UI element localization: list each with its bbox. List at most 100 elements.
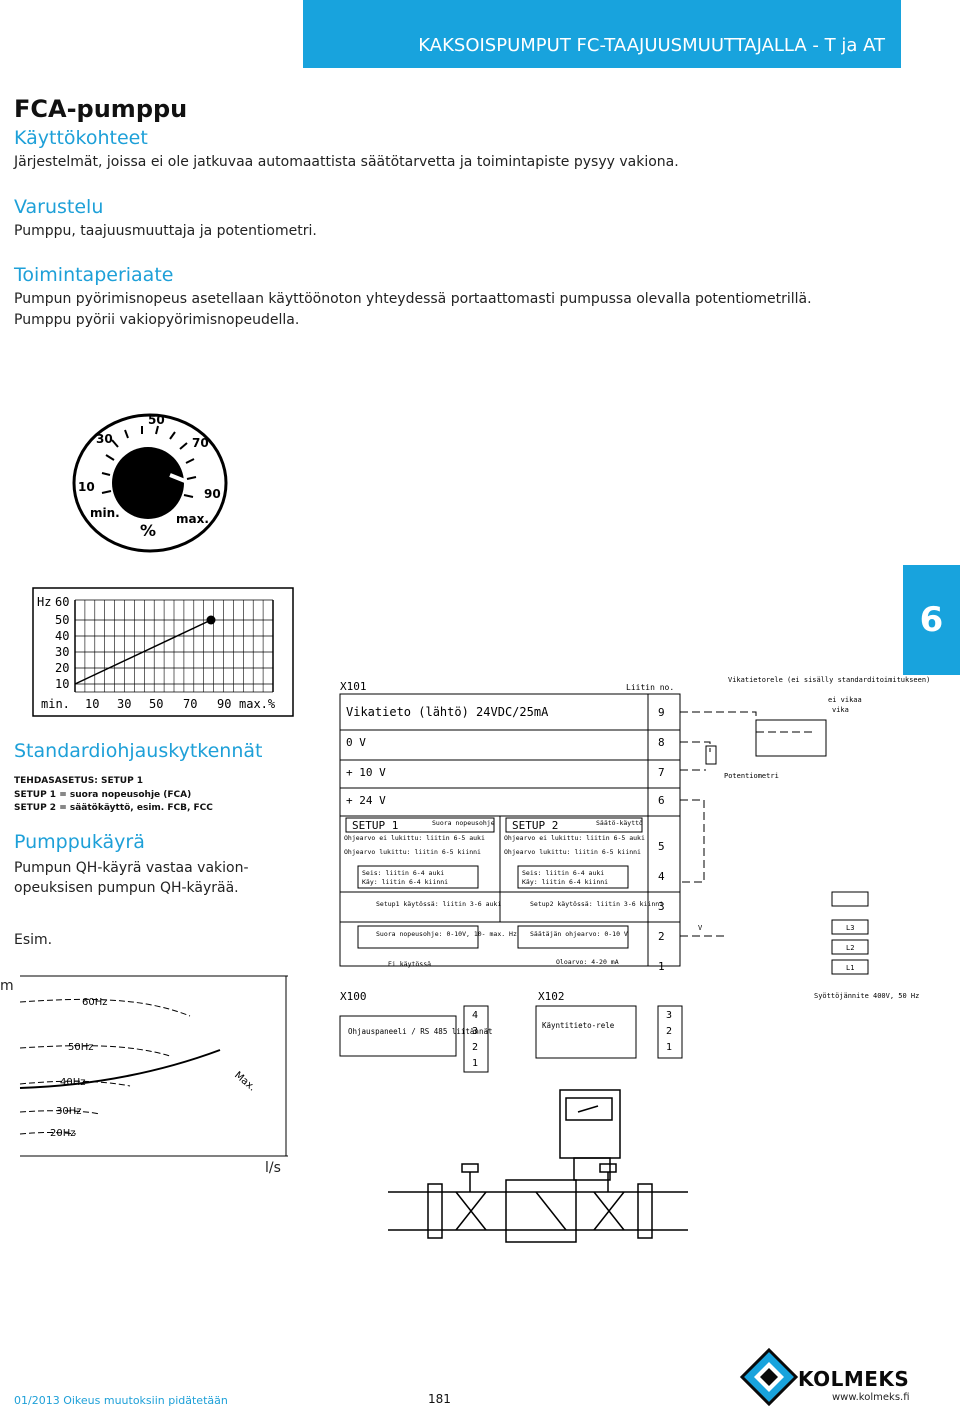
hz-xtick-90: 90 — [217, 697, 231, 711]
x100-term-3: 3 — [472, 1026, 478, 1037]
section-text-varustelu: Pumppu, taajuusmuuttaja ja potentiometri… — [14, 223, 317, 239]
dial-label-10: 10 — [78, 480, 95, 494]
s2-line2: Ohjearvo lukittu: liitin 6-5 kiinni — [504, 848, 641, 856]
ei-vikaa-label: ei vikaa — [828, 696, 862, 704]
section-heading-kaytto: Käyttökohteet — [14, 127, 148, 149]
s1-line2: Ohjearvo lukittu: liitin 6-5 kiinni — [344, 848, 481, 856]
hz-tick-30: 30 — [55, 645, 69, 659]
l2-label: L2 — [846, 944, 854, 952]
curve-text-2: opeuksisen pumpun QH-käyrää. — [14, 880, 239, 896]
hz-tick-60: 60 — [55, 595, 69, 609]
term-1: 1 — [658, 960, 665, 973]
footer-left: 01/2013 Oikeus muutoksiin pidätetään — [14, 1394, 228, 1407]
kolmeks-logo-icon — [738, 1346, 800, 1408]
potentiometer-dial: 50 30 70 10 90 min. max. % — [72, 413, 228, 553]
qh-curve-30: 30Hz — [56, 1106, 82, 1117]
brand-name: KOLMEKS — [798, 1367, 910, 1391]
vikatietorele-label: Vikatietorele (ei sisälly standarditoimi… — [728, 676, 930, 684]
twin-pump-drawing — [388, 1089, 688, 1243]
x102-term-1: 1 — [666, 1042, 672, 1053]
term-7: 7 — [658, 766, 665, 779]
header-title: KAKSOISPUMPUT FC-TAAJUUSMUUTTAJALLA - T … — [418, 35, 885, 56]
s2-setup: Setup2 käytössä: liitin 3-6 kiinni — [530, 900, 663, 908]
potentiometri-label: Potentiometri — [724, 772, 779, 780]
l1-label: L1 — [846, 964, 854, 972]
x100-term-2: 2 — [472, 1042, 478, 1053]
ov-label: 0 V — [346, 736, 366, 749]
std-line-2: SETUP 1 = suora nopeusohje (FCA) — [14, 790, 192, 800]
term-3: 3 — [658, 900, 665, 913]
hz-xtick-max: max.% — [239, 697, 276, 711]
setup1-sub: Suora nopeusohje — [432, 819, 495, 827]
hz-xtick-10: 10 — [85, 697, 99, 711]
x100-term-4: 4 — [472, 1010, 478, 1021]
term-2: 2 — [658, 930, 665, 943]
section-heading-toiminta: Toimintaperiaate — [14, 264, 174, 286]
esim-label: Esim. — [14, 932, 53, 948]
hz-xtick-50: 50 — [149, 697, 163, 711]
page-number: 181 — [428, 1392, 451, 1406]
term-4: 4 — [658, 870, 665, 883]
x102-term-2: 2 — [666, 1026, 672, 1037]
page-title: FCA-pumppu — [14, 95, 188, 123]
hz-xtick-70: 70 — [183, 697, 197, 711]
qh-y-unit: m — [0, 978, 14, 994]
syotto-label: Syöttöjännite 400V, 50 Hz — [814, 992, 919, 1000]
hz-xtick-min: min. — [41, 697, 70, 711]
s1-kay: Käy: liitin 6-4 kiinni — [362, 878, 448, 886]
section-heading-curve: Pumppukäyrä — [14, 831, 145, 853]
hz-chart: Hz 60 50 40 30 20 10 min. 10 30 50 70 90… — [32, 587, 294, 717]
setup2-label: SETUP 2 — [512, 819, 558, 832]
x102-label: X102 — [538, 990, 565, 1003]
oloarvo: Oloarvo: 4-20 mA — [556, 958, 619, 966]
section-heading-std: Standardiohjauskytkennät — [14, 740, 263, 762]
s2-kay: Käy: liitin 6-4 kiinni — [522, 878, 608, 886]
s2-line1: Ohjearvo ei lukittu: liitin 6-5 auki — [504, 834, 645, 842]
curve-text-1: Pumpun QH-käyrä vastaa vakion- — [14, 860, 249, 876]
hz-chart-unit: Hz — [37, 595, 51, 609]
term-6: 6 — [658, 794, 665, 807]
x100-term-1: 1 — [472, 1058, 478, 1069]
s1-setup: Setup1 käytössä: liitin 3-6 auki — [376, 900, 501, 908]
wiring-diagram: X101 Liitin no. Vikatieto (lähtö) 24VDC/… — [339, 676, 930, 1073]
dial-label-30: 30 — [96, 432, 113, 446]
brand-url[interactable]: www.kolmeks.fi — [832, 1392, 910, 1403]
s2-seis: Seis: liitin 6-4 auki — [522, 869, 604, 877]
setup2-sub: Säätö-käyttö — [596, 819, 643, 827]
s1-nop: Suora nopeusohje: 0-10V, 10- max. Hz — [376, 930, 517, 938]
hz-xtick-30: 30 — [117, 697, 131, 711]
vika-label: vika — [832, 706, 849, 714]
v-label: V — [698, 924, 703, 932]
v10-label: + 10 V — [346, 766, 386, 779]
section-text-kaytto: Järjestelmät, joissa ei ole jatkuvaa aut… — [14, 154, 679, 170]
dial-label-min: min. — [90, 506, 120, 520]
qh-curve-50: 50Hz — [68, 1042, 94, 1053]
qh-x-unit: l/s — [265, 1160, 281, 1176]
std-line-1: TEHDASASETUS: SETUP 1 — [14, 776, 144, 786]
liitin-no-label: Liitin no. — [626, 683, 674, 692]
chapter-tab: 6 — [903, 565, 960, 675]
std-line-3: SETUP 2 = säätökäyttö, esim. FCB, FCC — [14, 803, 213, 813]
chapter-number: 6 — [919, 600, 944, 640]
qh-curve-60: 60Hz — [82, 997, 108, 1008]
hz-tick-10: 10 — [55, 677, 69, 691]
s2-ohj: Säätäjän ohjearvo: 0-10 V — [530, 930, 628, 938]
s1-seis: Seis: liitin 6-4 auki — [362, 869, 444, 877]
ei-kaytossa: Ei käytössä — [388, 960, 431, 968]
section-heading-varustelu: Varustelu — [14, 196, 104, 218]
qh-max-label: Max. — [232, 1070, 257, 1094]
s1-line1: Ohjearvo ei lukittu: liitin 6-5 auki — [344, 834, 485, 842]
dial-label-70: 70 — [192, 436, 209, 450]
l3-label: L3 — [846, 924, 854, 932]
setup1-label: SETUP 1 — [352, 819, 398, 832]
x100-label: X100 — [340, 990, 367, 1003]
header-banner: KAKSOISPUMPUT FC-TAAJUUSMUUTTAJALLA - T … — [303, 0, 901, 68]
term-8: 8 — [658, 736, 665, 749]
kaynti-label: Käyntitieto-rele — [542, 1021, 615, 1030]
hz-tick-50: 50 — [55, 613, 69, 627]
hz-tick-40: 40 — [55, 629, 69, 643]
vikatieto-label: Vikatieto (lähtö) 24VDC/25mA — [346, 705, 549, 719]
qh-chart: 60Hz 50Hz 40Hz 30Hz 20Hz Max. — [19, 975, 288, 1157]
qh-curve-40: 40Hz — [60, 1077, 86, 1088]
x102-term-3: 3 — [666, 1010, 672, 1021]
